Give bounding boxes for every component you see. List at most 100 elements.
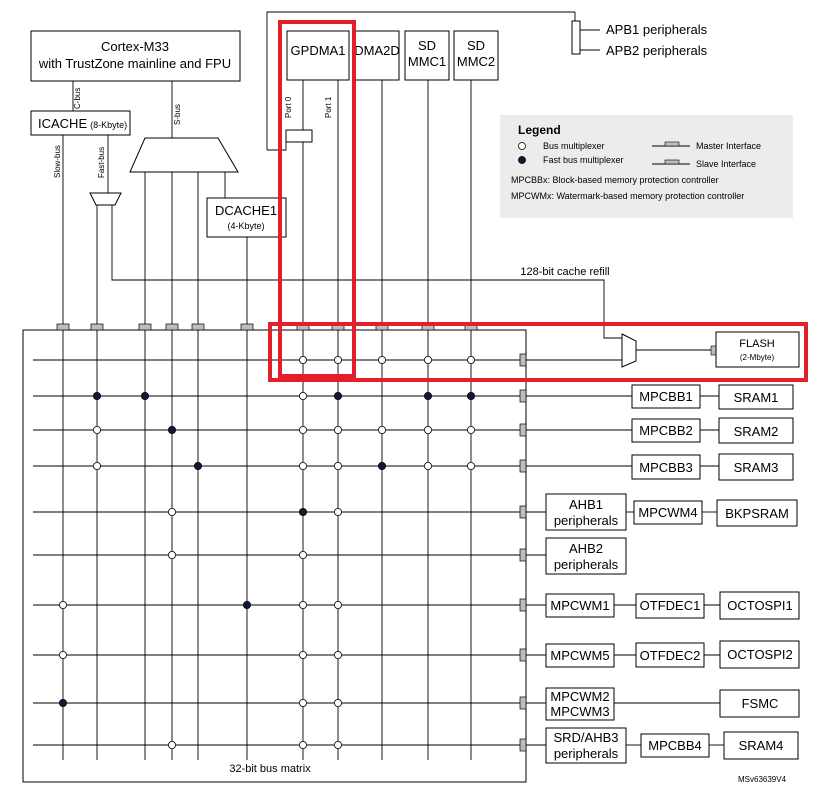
apb-bridge bbox=[571, 20, 581, 55]
flash-multiplexer bbox=[621, 333, 637, 368]
flash-box bbox=[715, 331, 800, 368]
slave-if-octospi1 bbox=[519, 598, 527, 612]
mpcwm5-box bbox=[545, 643, 615, 668]
srd-box bbox=[545, 727, 627, 764]
master-interfaces bbox=[56, 323, 478, 331]
dma2d-box bbox=[354, 30, 400, 81]
sram3-box bbox=[718, 453, 794, 481]
cache-refill-label: 128-bit cache refill bbox=[520, 266, 609, 278]
icache-box bbox=[30, 110, 131, 136]
ahb1-label-1: AHB1 bbox=[569, 497, 603, 512]
bus-mux-node bbox=[167, 551, 176, 560]
bus-mux-node bbox=[333, 601, 342, 610]
dcache-box bbox=[206, 197, 287, 238]
mpcbb4-box bbox=[640, 733, 710, 758]
octospi2-box bbox=[719, 640, 800, 669]
bus-mux-node bbox=[466, 425, 475, 434]
legend-panel bbox=[500, 115, 793, 218]
slave-bus-lines bbox=[33, 359, 522, 746]
fast-mux-node bbox=[242, 601, 251, 610]
cortex-subtitle: with TrustZone mainline and FPU bbox=[38, 56, 231, 71]
flash-label: FLASH bbox=[739, 338, 775, 350]
apb2-label: APB2 peripherals bbox=[606, 43, 708, 58]
legend-fast-mux: Fast bus multiplexer bbox=[543, 155, 624, 165]
mpcbb4-label: MPCBB4 bbox=[648, 738, 701, 753]
ahb2-box bbox=[545, 537, 627, 575]
slave-if-fsmc bbox=[519, 696, 527, 710]
legend-master-if-icon bbox=[664, 141, 680, 147]
crossbar-nodes bbox=[59, 355, 475, 750]
fast-mux-node bbox=[140, 391, 149, 400]
slave-if-srd bbox=[519, 738, 527, 752]
fast-mux-node bbox=[333, 391, 342, 400]
mpcbb1-label: MPCBB1 bbox=[639, 389, 692, 404]
gpdma-highlight bbox=[278, 20, 356, 378]
mpcbb2-label: MPCBB2 bbox=[639, 423, 692, 438]
fsmc-box bbox=[719, 689, 800, 718]
dma2d-label: DMA2D bbox=[354, 43, 400, 58]
slave-if-sram1 bbox=[519, 389, 527, 403]
otfdec1-box bbox=[635, 593, 705, 619]
fast-mux-node bbox=[167, 425, 176, 434]
fast-mux-node bbox=[193, 461, 202, 470]
fast-mux-node bbox=[377, 461, 386, 470]
bus-mux-node bbox=[377, 425, 386, 434]
bus-mux-node bbox=[298, 601, 307, 610]
bus-mux-node bbox=[333, 651, 342, 660]
icache-size: (8-Kbyte) bbox=[90, 120, 127, 130]
fast-mux-node bbox=[466, 391, 475, 400]
fast-bus-multiplexer bbox=[89, 192, 122, 206]
mpcbb1-box bbox=[631, 384, 701, 409]
sdmmc2-box bbox=[453, 30, 499, 81]
mpcbb2-box bbox=[631, 418, 701, 443]
master-if-s1 bbox=[138, 323, 152, 331]
gpdma-port-mux-link bbox=[267, 142, 287, 151]
octospi1-box bbox=[719, 591, 800, 620]
slave-interfaces bbox=[519, 353, 527, 752]
mpcbb3-label: MPCBB3 bbox=[639, 460, 692, 475]
legend-bus-mux: Bus multiplexer bbox=[543, 141, 605, 151]
apb-feed-line bbox=[266, 11, 575, 150]
sram3-label: SRAM3 bbox=[734, 460, 779, 475]
icache-label: ICACHE bbox=[38, 116, 87, 131]
slow-bus-label: Slow-bus bbox=[53, 145, 62, 178]
bus-mux-node bbox=[423, 425, 432, 434]
flash-size: (2-Mbyte) bbox=[740, 353, 775, 362]
mpcwm5-label: MPCWM5 bbox=[550, 648, 609, 663]
slave-if-octospi2 bbox=[519, 648, 527, 662]
sdmmc1-box bbox=[404, 30, 450, 81]
legend-title: Legend bbox=[518, 123, 561, 137]
sram2-box bbox=[718, 417, 794, 444]
bus-mux-node bbox=[298, 355, 307, 364]
s-bus-label: S-bus bbox=[173, 104, 182, 125]
fsmc-label: FSMC bbox=[742, 696, 779, 711]
mpcwm4-label: MPCWM4 bbox=[638, 505, 697, 520]
apb1-label: APB1 peripherals bbox=[606, 22, 708, 37]
bus-mux-node bbox=[298, 699, 307, 708]
otfdec2-label: OTFDEC2 bbox=[640, 648, 701, 663]
mpcbb3-box bbox=[631, 454, 701, 480]
bus-mux-node bbox=[423, 461, 432, 470]
mpcwm4-box bbox=[633, 500, 703, 525]
slave-if-sram3 bbox=[519, 459, 527, 473]
bus-mux-node bbox=[333, 425, 342, 434]
bus-mux-node bbox=[333, 507, 342, 516]
octospi1-label: OCTOSPI1 bbox=[727, 598, 793, 613]
flash-slave-if bbox=[710, 345, 717, 356]
slave-if-ahb2 bbox=[519, 548, 527, 562]
sram1-box bbox=[718, 384, 794, 410]
slave-if-sram2 bbox=[519, 423, 527, 437]
bus-mux-node bbox=[167, 507, 176, 516]
slave-if-flash bbox=[519, 353, 527, 367]
ahb2-label-1: AHB2 bbox=[569, 541, 603, 556]
legend-mpcbb-desc: MPCBBx: Block-based memory protection co… bbox=[511, 175, 719, 185]
fast-bus-label: Fast-bus bbox=[97, 147, 106, 178]
port1-label: Port 1 bbox=[324, 96, 333, 118]
cache-refill-path bbox=[111, 205, 622, 339]
bus-mux-node bbox=[333, 461, 342, 470]
mpcwm3-label: MPCWM3 bbox=[550, 704, 609, 719]
master-if-s3 bbox=[191, 323, 205, 331]
mpcwm1-box bbox=[545, 593, 615, 618]
legend-open-node-icon bbox=[518, 142, 526, 150]
bus-mux-node bbox=[93, 425, 102, 434]
